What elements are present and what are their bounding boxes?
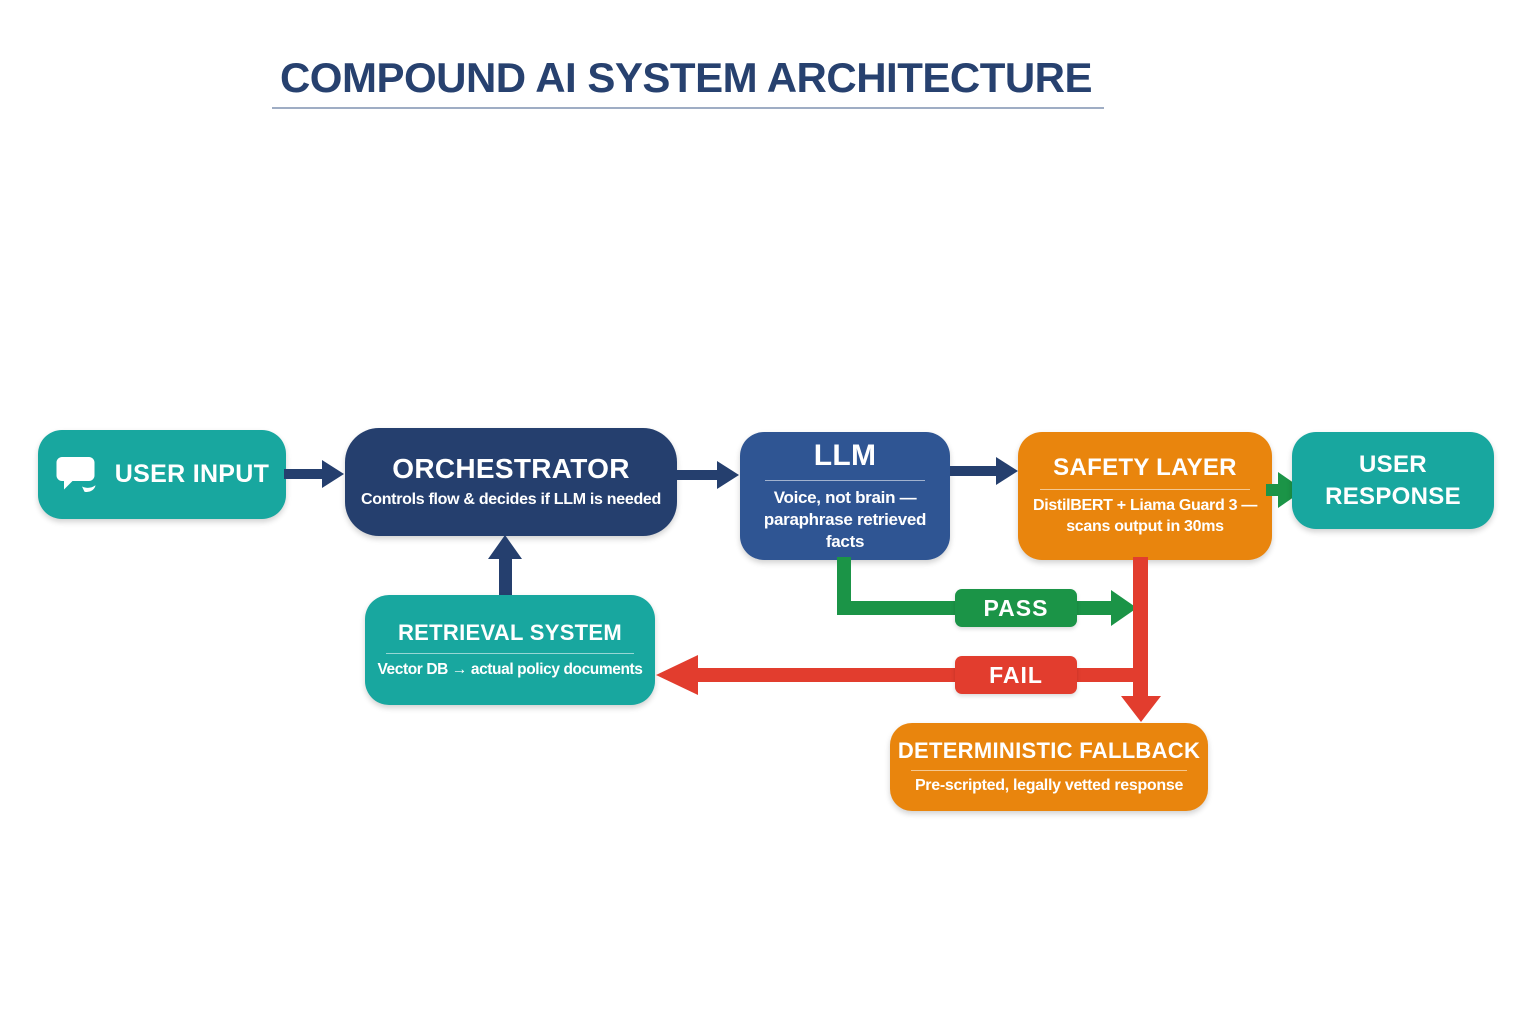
orchestrator-subtitle: Controls flow & decides if LLM is needed xyxy=(360,491,662,509)
arrow-shaft xyxy=(950,466,996,476)
orchestrator-label: ORCHESTRATOR xyxy=(392,453,630,485)
arrow-safety-to-response-shaft xyxy=(1266,484,1280,496)
node-deterministic-fallback: DETERMINISTIC FALLBACK Pre-scripted, leg… xyxy=(890,723,1208,811)
fail-path-down-arrow-head xyxy=(1121,696,1161,722)
llm-subtitle: Voice, not brain — paraphrase retrieved … xyxy=(763,487,927,552)
arrow-retrieval-to-orchestrator-shaft xyxy=(499,557,512,596)
safety-layer-subtitle: DistilBERT + Liama Guard 3 — scans outpu… xyxy=(1032,497,1258,535)
arrow-llm-to-safety-layer xyxy=(950,457,1018,485)
pass-path-arrow-head xyxy=(1111,590,1137,626)
deterministic-fallback-subtitle: Pre-scripted, legally vetted response xyxy=(914,776,1184,794)
arrow-user-input-to-orchestrator xyxy=(284,460,344,488)
retrieval-system-subtitle: Vector DB → actual policy documents xyxy=(377,660,643,678)
page-title: COMPOUND AI SYSTEM ARCHITECTURE xyxy=(279,54,1093,101)
pass-badge: PASS xyxy=(955,589,1077,627)
title-underline xyxy=(272,107,1104,109)
deterministic-fallback-label: DETERMINISTIC FALLBACK xyxy=(897,737,1201,763)
retrieval-system-label: RETRIEVAL SYSTEM xyxy=(397,619,622,645)
fail-path-horizontal xyxy=(698,668,1148,682)
chat-bubble-icon xyxy=(55,455,101,495)
fail-path-vertical xyxy=(1133,557,1148,697)
arrow-retrieval-to-orchestrator-head xyxy=(488,535,522,559)
pass-path-vertical xyxy=(837,557,851,615)
deterministic-fallback-divider xyxy=(911,769,1187,771)
arrow-orchestrator-to-llm xyxy=(677,461,739,489)
fail-badge: FAIL xyxy=(955,656,1077,694)
node-user-response: USER RESPONSE xyxy=(1292,432,1494,529)
llm-label: LLM xyxy=(813,438,877,472)
arrow-head xyxy=(322,460,344,488)
node-orchestrator: ORCHESTRATOR Controls flow & decides if … xyxy=(345,428,677,536)
arrow-head xyxy=(996,457,1018,485)
retrieval-system-divider xyxy=(386,652,634,654)
node-safety-layer: SAFETY LAYER DistilBERT + Liama Guard 3 … xyxy=(1018,432,1272,560)
arrow-head xyxy=(717,461,739,489)
node-retrieval-system: RETRIEVAL SYSTEM Vector DB → actual poli… xyxy=(365,595,655,705)
node-llm: LLM Voice, not brain — paraphrase retrie… xyxy=(740,432,950,560)
arrow-shaft xyxy=(284,469,322,479)
fail-path-left-arrow-head xyxy=(656,655,698,695)
arrow-shaft xyxy=(677,470,717,480)
safety-layer-label: SAFETY LAYER xyxy=(1053,454,1237,482)
safety-layer-divider xyxy=(1040,489,1250,491)
node-user-input: USER INPUT xyxy=(38,430,286,519)
user-input-label: USER INPUT xyxy=(114,460,270,488)
user-response-label: USER RESPONSE xyxy=(1325,451,1461,510)
llm-divider xyxy=(765,479,925,481)
